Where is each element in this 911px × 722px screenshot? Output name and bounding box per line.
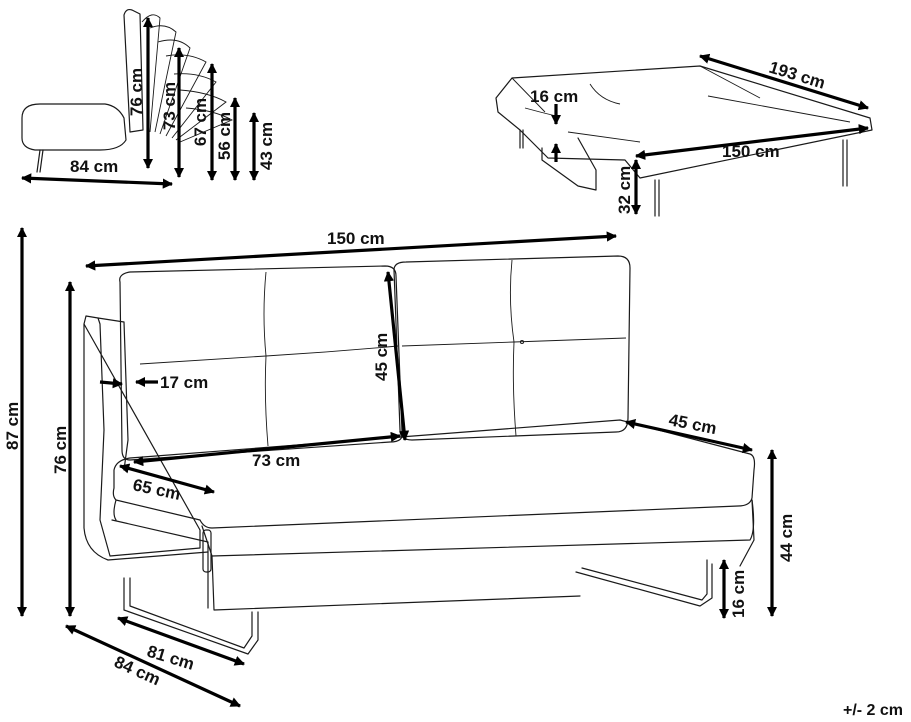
back-cushion-height-line — [383, 270, 410, 442]
bed-thickness-label: 16 cm — [530, 87, 578, 106]
fold-depth-label: 84 cm — [70, 157, 118, 176]
bed-width-label: 150 cm — [722, 142, 780, 161]
armrest-thickness-left-arrow — [99, 378, 124, 389]
armrest-thickness-label: 17 cm — [160, 373, 208, 392]
bed-length-line — [699, 53, 869, 111]
fold-height-label-73: 73 cm — [160, 82, 179, 130]
total-depth-line — [65, 624, 241, 708]
bed-width-line — [634, 124, 870, 160]
back-cushion-height-label: 45 cm — [372, 333, 391, 381]
fold-height-label-76: 76 cm — [127, 68, 146, 116]
back-height-label: 76 cm — [51, 426, 70, 474]
fold-height-label-67: 67 cm — [191, 98, 210, 146]
fold-depth-line — [20, 173, 174, 189]
total-width-line — [84, 231, 618, 271]
fold-height-label-43: 43 cm — [257, 122, 276, 170]
total-width-label: 150 cm — [327, 229, 385, 248]
sofa-main-view — [83, 255, 756, 655]
seat-width-line — [132, 431, 402, 467]
seat-depth-side-line — [119, 463, 215, 495]
fold-height-label-56: 56 cm — [215, 112, 234, 160]
tolerance-note: +/- 2 cm — [842, 702, 903, 719]
total-height-label: 87 cm — [3, 402, 22, 450]
bed-height-label: 32 cm — [615, 166, 634, 214]
seat-depth-line — [625, 419, 753, 453]
leg-height-label: 16 cm — [729, 570, 748, 618]
seat-width-label: 73 cm — [252, 451, 300, 470]
seat-height-label: 44 cm — [777, 514, 796, 562]
